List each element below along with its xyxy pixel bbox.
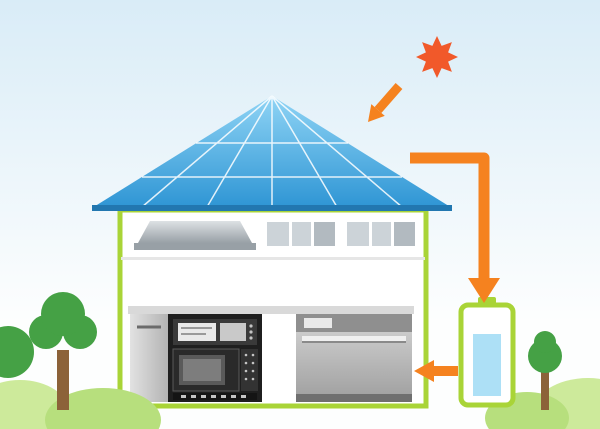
window-pane (394, 222, 415, 246)
side-cabinet (130, 314, 168, 402)
panel-button (249, 324, 253, 328)
tree-canopy (0, 326, 34, 378)
solar-panel-grid (141, 95, 403, 208)
dishwasher-handle (302, 336, 406, 341)
keypad-button (251, 369, 255, 373)
sun-core (426, 46, 448, 68)
hood-top (138, 221, 252, 243)
arrow-head (368, 104, 385, 122)
keypad-button (251, 353, 255, 357)
panel-button (249, 336, 253, 340)
counter-top (128, 306, 414, 314)
second-floor-windows (264, 219, 418, 249)
keypad-button (251, 361, 255, 365)
right-vegetation (485, 331, 600, 429)
window-mullion (369, 222, 372, 246)
oven-unit (130, 314, 262, 402)
range-hood-vent (134, 221, 256, 250)
arrow-battery-to-appliances (414, 360, 458, 382)
tree-trunk (541, 372, 549, 410)
sun-icon (416, 36, 458, 78)
arrow-shaft (374, 83, 403, 113)
keypad-button (244, 377, 248, 381)
keypad-button (251, 377, 255, 381)
arrow-head (468, 278, 500, 303)
hood-base (134, 243, 256, 250)
tree-canopy (534, 331, 556, 353)
dishwasher-kickplate (296, 394, 412, 402)
solar-panel-roof (92, 95, 452, 211)
dishwasher-handle-shadow (302, 341, 406, 343)
floor-divider-line (121, 257, 425, 260)
keypad-button (244, 353, 248, 357)
tree-canopy (41, 292, 85, 336)
dishwasher-unit (296, 314, 412, 402)
panel-button (249, 330, 253, 334)
microwave-keypad (241, 349, 258, 391)
tree-trunk (57, 350, 69, 410)
microwave-window-inner (183, 359, 221, 381)
battery-charge-cell (473, 334, 501, 396)
dishwasher-display (304, 318, 332, 328)
arrow-head (414, 360, 434, 382)
battery (458, 297, 516, 408)
window-mullion (289, 222, 292, 246)
oven-display-secondary (220, 323, 246, 341)
display-text-lines (181, 327, 212, 335)
arrow-roof-to-battery (410, 152, 500, 303)
house (117, 207, 429, 409)
arrow-shaft (410, 152, 490, 282)
keypad-button (244, 369, 248, 373)
left-vegetation (0, 292, 161, 429)
arrow-sun-to-roof (368, 83, 403, 122)
window-mullion (391, 222, 394, 246)
bush (45, 388, 161, 429)
window-mullion (311, 222, 314, 246)
oven-display (178, 323, 216, 341)
keypad-button (244, 361, 248, 365)
window-pane (314, 222, 335, 246)
